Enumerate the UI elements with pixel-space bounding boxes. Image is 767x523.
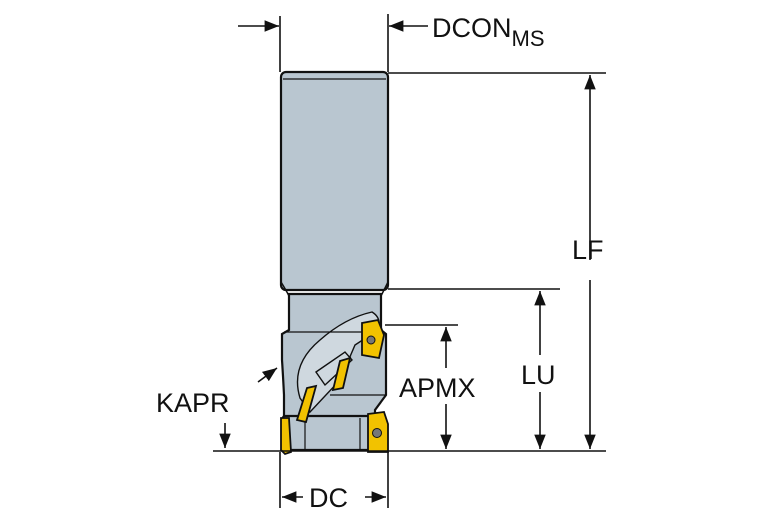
insert-bottom-right bbox=[367, 411, 389, 453]
label-dc: DC bbox=[309, 483, 348, 513]
insert-low bbox=[295, 384, 318, 424]
label-lf: LF bbox=[572, 235, 604, 265]
dimension-lf: LF bbox=[388, 72, 606, 449]
dimension-lu: LU bbox=[388, 288, 560, 449]
label-kapr: KAPR bbox=[156, 388, 230, 418]
dimension-dc: DC bbox=[279, 452, 389, 513]
dimension-dcon: DCONMS bbox=[238, 13, 545, 72]
dimension-kapr: KAPR bbox=[156, 367, 278, 448]
insert-middle bbox=[331, 356, 352, 392]
tool-shank bbox=[279, 70, 390, 297]
label-dcon: DCONMS bbox=[432, 13, 545, 51]
dimension-apmx: APMX bbox=[385, 324, 476, 449]
insert-bottom-left bbox=[280, 417, 292, 456]
label-lu: LU bbox=[521, 360, 556, 390]
insert-top bbox=[361, 318, 385, 360]
label-apmx: APMX bbox=[399, 373, 476, 403]
